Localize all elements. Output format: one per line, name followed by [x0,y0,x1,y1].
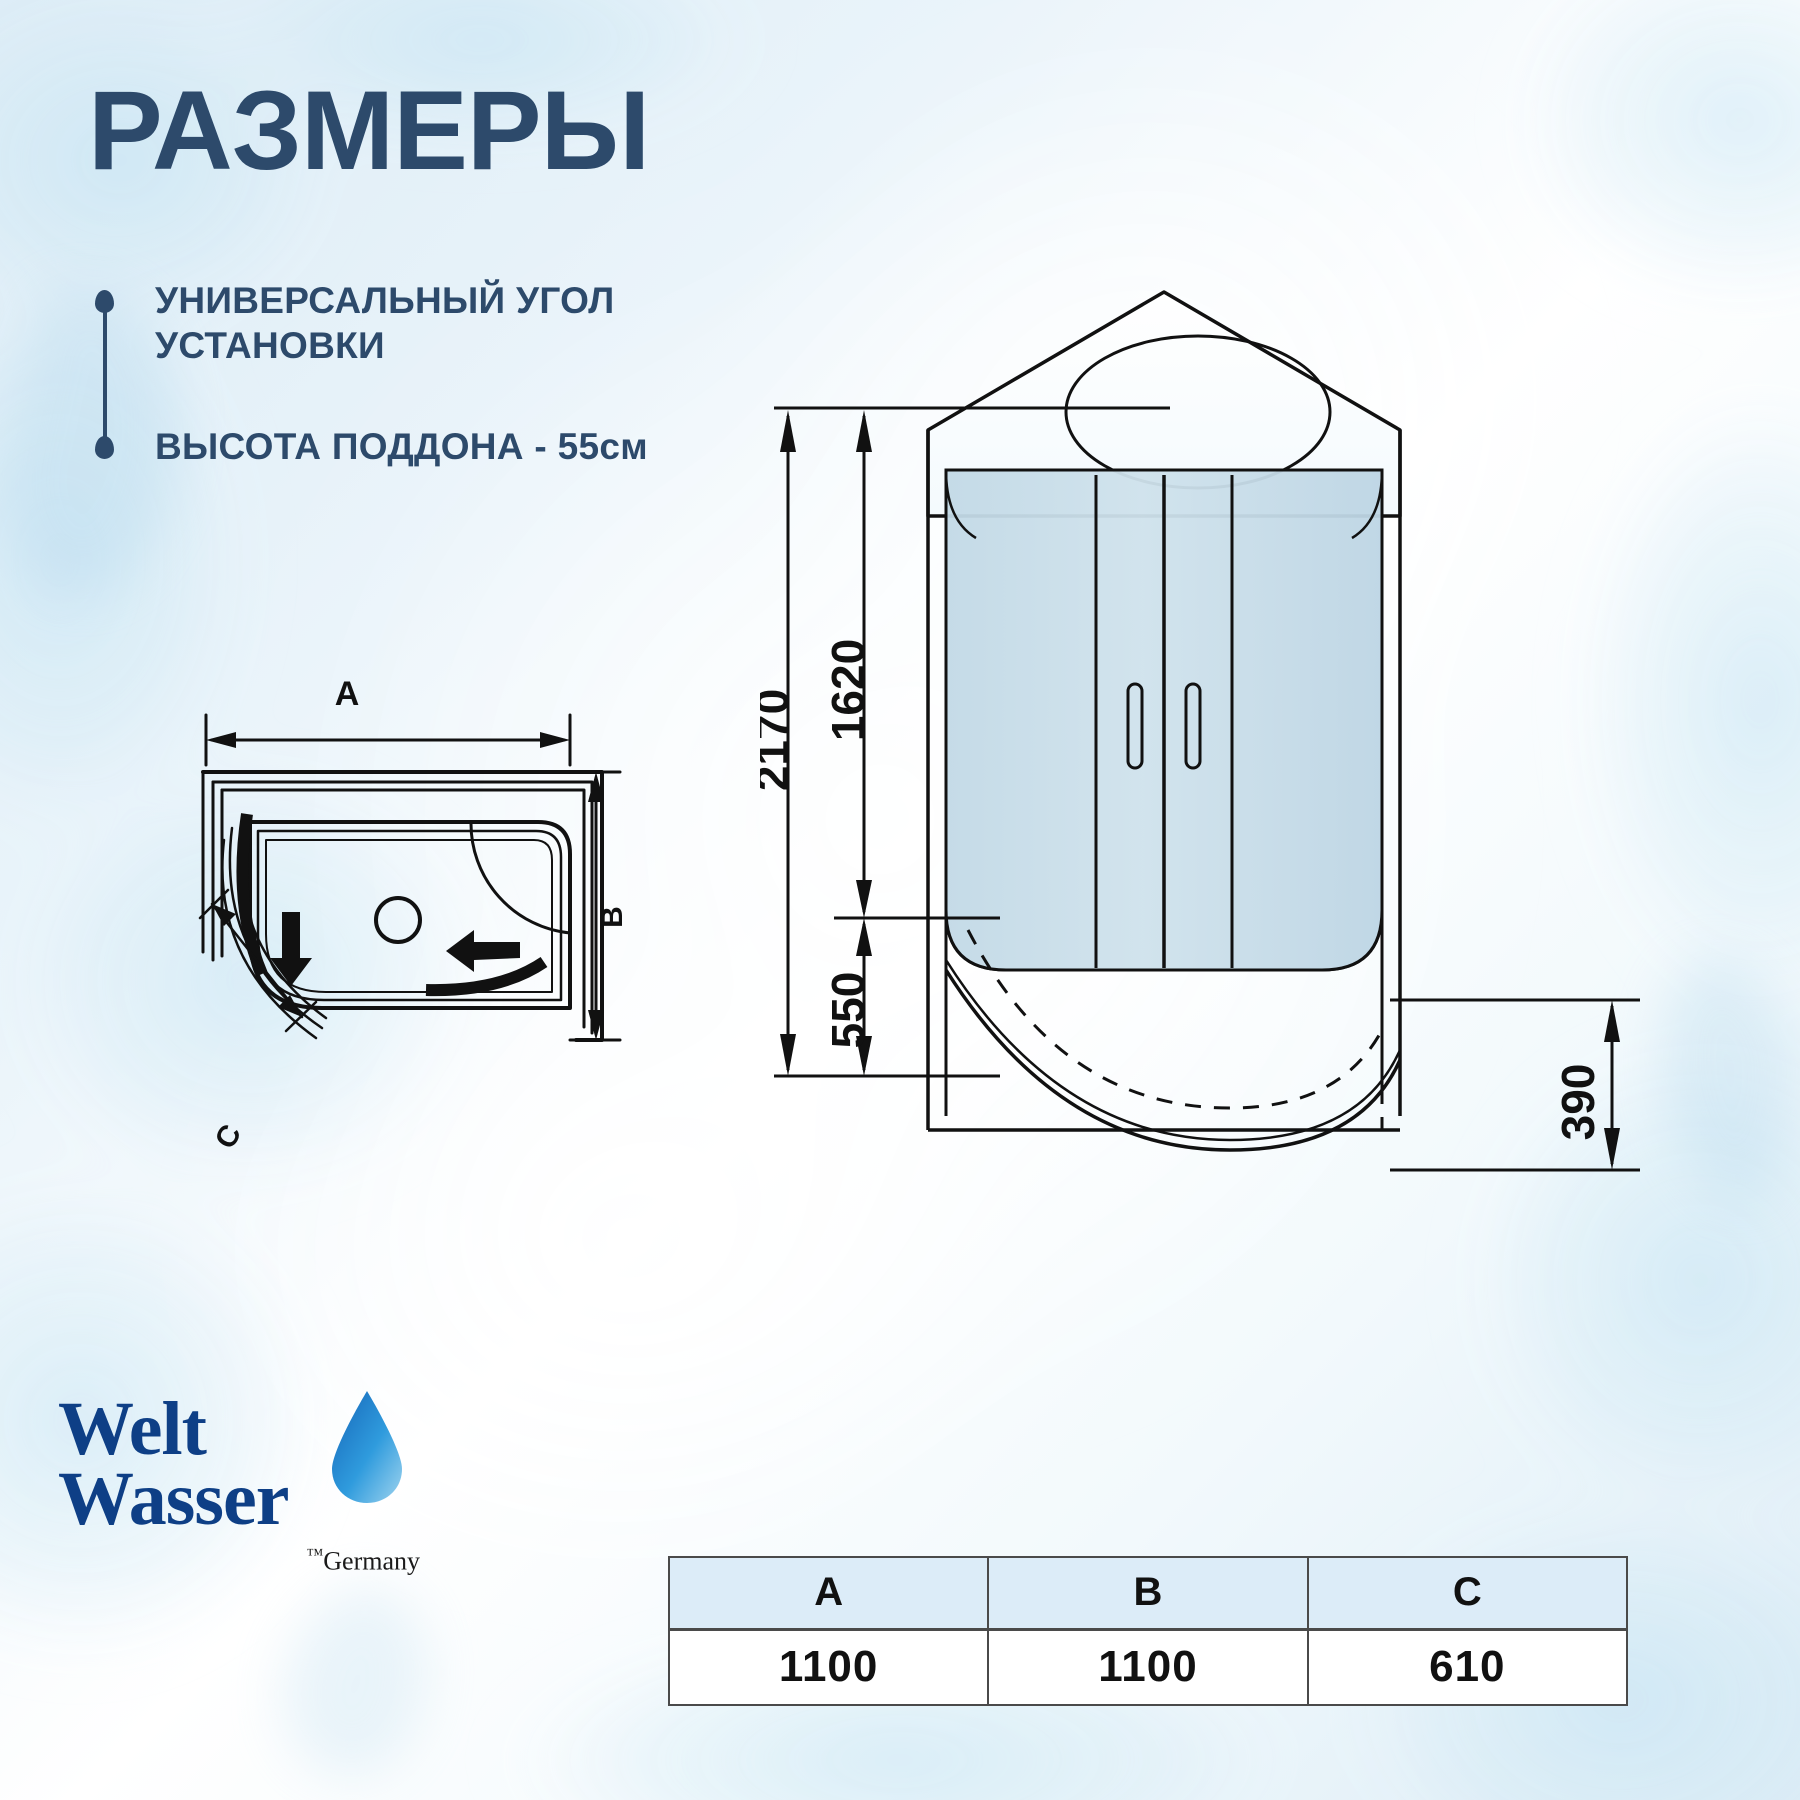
logo-line-2: Wasser [58,1456,289,1541]
table-header-b: B [987,1556,1309,1631]
table-cell-c: 610 [1306,1628,1629,1706]
water-drop-icon [332,1391,402,1503]
table-header-row: A B C [667,1556,1629,1631]
page-title: РАЗМЕРЫ [88,68,650,193]
elevation-view-drawing: 2170 1620 550 390 [760,290,1640,1172]
bullet-connector-line [103,308,107,456]
plan-view-drawing: A B C [198,675,629,1042]
dimension-tray-depth: 390 [1552,1064,1604,1141]
logo-country-text: Germany [323,1546,420,1576]
feature-label-install-angle: УНИВЕРСАЛЬНЫЙ УГОЛ УСТАНОВКИ [155,280,615,367]
brand-logo: Welt Wasser ™Germany [58,1387,428,1577]
feature-list: УНИВЕРСАЛЬНЫЙ УГОЛ УСТАНОВКИ ВЫСОТА ПОДД… [95,278,815,469]
dimension-glass-height: 1620 [822,639,874,741]
plan-label-b: B [596,906,629,928]
bullet-dot-icon [95,290,114,313]
table-cell-b: 1100 [987,1628,1309,1706]
table-header-c: C [1306,1556,1629,1631]
dimension-total-height: 2170 [760,689,798,791]
logo-country: ™Germany [58,1545,428,1577]
list-item: УНИВЕРСАЛЬНЫЙ УГОЛ УСТАНОВКИ [95,278,815,456]
table-header-a: A [667,1556,990,1631]
plan-label-a: A [335,675,360,713]
list-item: ВЫСОТА ПОДДОНА - 55см [95,424,815,469]
feature-label-tray-height: ВЫСОТА ПОДДОНА - 55см [155,426,648,468]
logo-line-1: Welt [58,1387,207,1471]
bullet-dot-icon [95,436,114,460]
table-cell-a: 1100 [667,1628,990,1706]
trademark-symbol: ™ [306,1544,324,1564]
table-row: 1100 1100 610 [667,1628,1629,1706]
dimension-tray-height: 550 [822,972,874,1049]
dimensions-table: A B C 1100 1100 610 [667,1556,1629,1706]
